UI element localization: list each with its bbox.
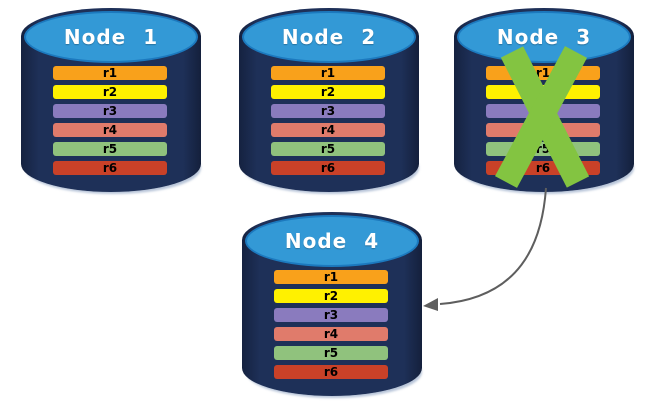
node-4-cap: Node 4 [245, 215, 419, 267]
row-r6: r6 [274, 365, 388, 379]
failover-arrow [423, 187, 547, 311]
node-3-cap: Node 3 [457, 11, 631, 63]
row-r3: r3 [53, 104, 167, 118]
failover-arrow-line [439, 187, 547, 305]
node-2-title: Node 2 [281, 25, 377, 49]
row-r5: r5 [271, 142, 385, 156]
row-r2: r2 [53, 85, 167, 99]
row-r5: r5 [274, 346, 388, 360]
row-r4: r4 [271, 123, 385, 137]
node-2: Node 2 r1 r2 r3 r4 r5 r6 [239, 8, 419, 192]
failure-x-icon [494, 46, 590, 188]
node-1-cap: Node 1 [24, 11, 198, 63]
row-r1: r1 [53, 66, 167, 80]
row-r3: r3 [274, 308, 388, 322]
node-1: Node 1 r1 r2 r3 r4 r5 r6 [21, 8, 201, 192]
row-r2: r2 [271, 85, 385, 99]
row-r1: r1 [271, 66, 385, 80]
node-1-title: Node 1 [63, 25, 159, 49]
node-4-rows: r1 r2 r3 r4 r5 r6 [274, 270, 388, 379]
row-r6: r6 [271, 161, 385, 175]
row-r4: r4 [274, 327, 388, 341]
node-1-rows: r1 r2 r3 r4 r5 r6 [53, 66, 167, 175]
node-2-cap: Node 2 [242, 11, 416, 63]
row-r5: r5 [53, 142, 167, 156]
row-r4: r4 [53, 123, 167, 137]
row-r2: r2 [274, 289, 388, 303]
node-2-rows: r1 r2 r3 r4 r5 r6 [271, 66, 385, 175]
row-r3: r3 [271, 104, 385, 118]
row-r6: r6 [53, 161, 167, 175]
failover-arrowhead [423, 298, 438, 311]
node-4: Node 4 r1 r2 r3 r4 r5 r6 [242, 212, 422, 396]
node-3-title: Node 3 [496, 25, 592, 49]
node-4-title: Node 4 [284, 229, 380, 253]
row-r1: r1 [274, 270, 388, 284]
